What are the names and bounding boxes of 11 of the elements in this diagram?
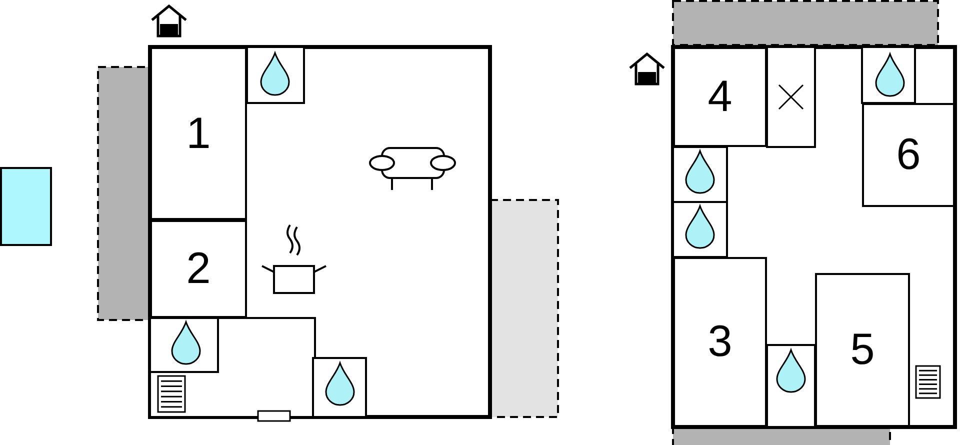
terrace-area — [489, 199, 559, 418]
terrace-area — [97, 66, 151, 321]
terrace-area — [672, 427, 891, 445]
room: 4 — [673, 47, 767, 147]
terrace-area — [672, 0, 939, 46]
pool — [0, 167, 52, 246]
room: 2 — [150, 220, 247, 318]
room: 1 — [150, 47, 247, 220]
room: 3 — [673, 257, 767, 427]
room: 6 — [862, 103, 955, 207]
room: 5 — [815, 273, 910, 427]
